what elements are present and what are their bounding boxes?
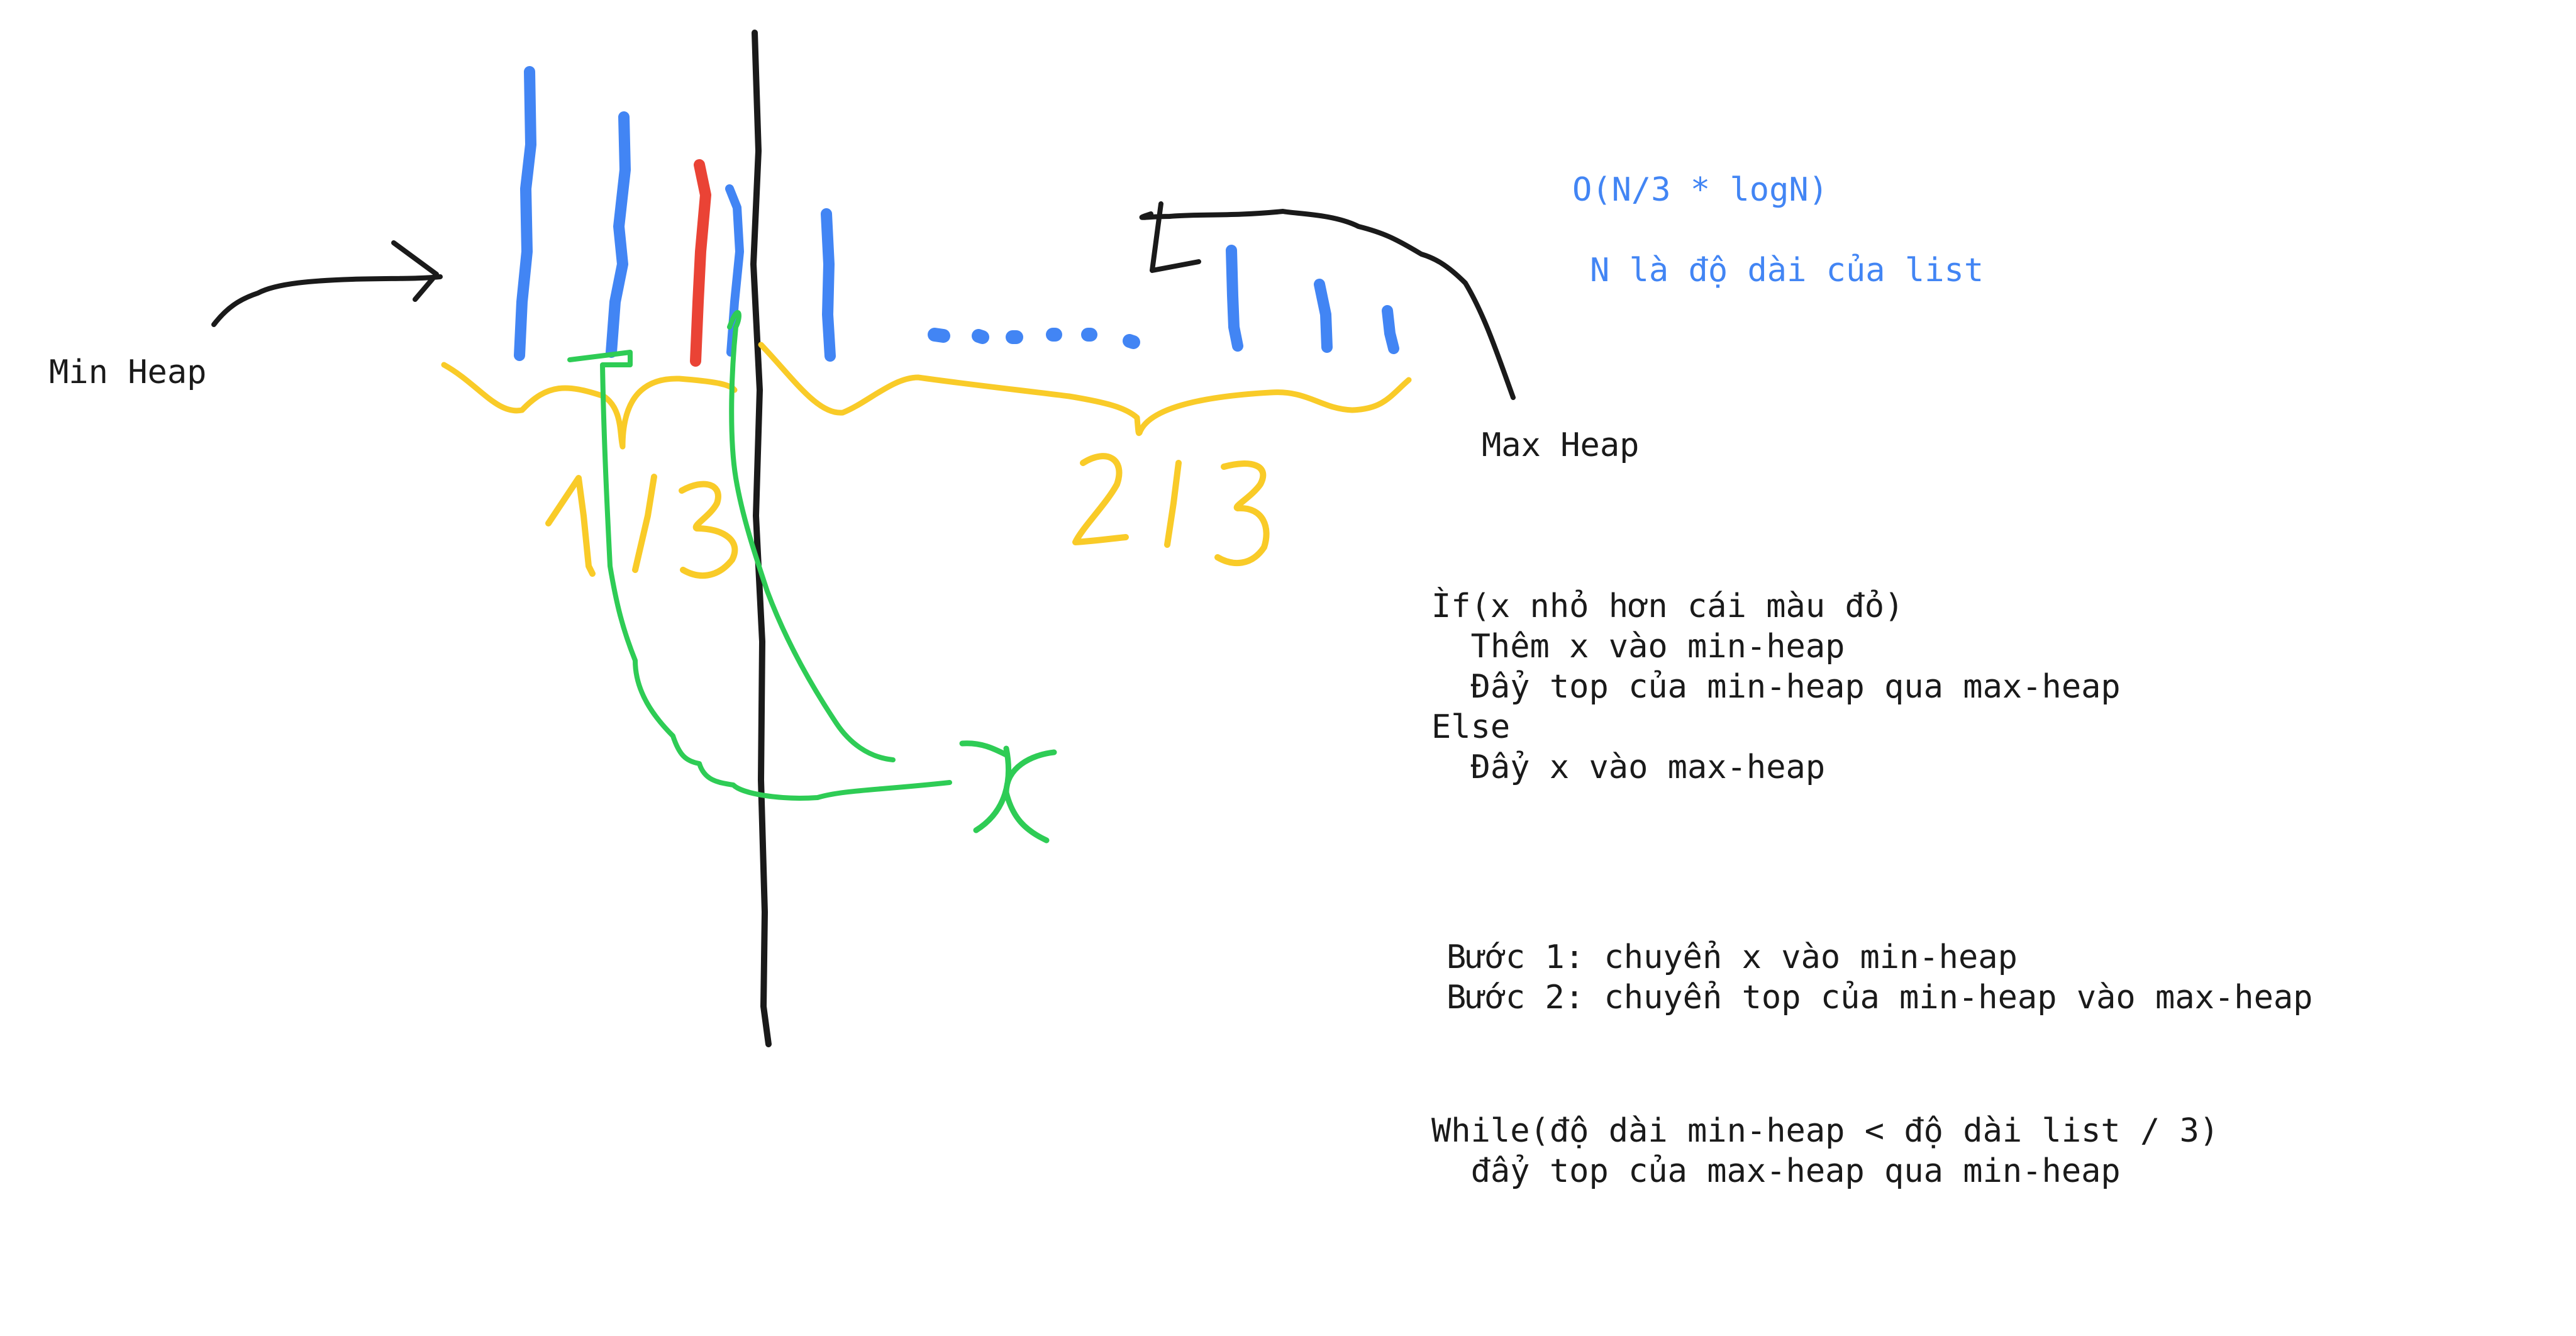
max-heap-element: [821, 208, 836, 362]
rebalance-line: đẩy top của max-heap qua min-heap: [1431, 1152, 2121, 1190]
step-line: Bước 1: chuyển x vào min-heap: [1446, 938, 2018, 976]
algorithm-block: Ìf(x nhỏ hơn cái màu đỏ) Thêm x vào min-…: [1431, 586, 2121, 788]
min-heap-arrow: [211, 240, 443, 327]
algorithm-line: Đẩy top của min-heap qua max-heap: [1431, 668, 2121, 706]
insert-into-max-heap-path: [727, 309, 896, 762]
min-heap-element: [514, 66, 536, 361]
ellipsis-dots: [928, 328, 1140, 349]
min-heap-brace: [441, 362, 738, 450]
min-heap-element: [606, 111, 631, 358]
algorithm-line: Thêm x vào min-heap: [1431, 628, 1845, 665]
divider-line: [750, 30, 772, 1047]
step-line: Bước 2: chuyển top của min-heap vào max-…: [1446, 979, 2313, 1016]
one-third-label: [545, 474, 738, 579]
complexity-note: N là độ dài của list: [1590, 252, 1984, 289]
max-heap-element: [1382, 305, 1399, 354]
max-heap-element: [1226, 245, 1243, 352]
rebalance-line: While(độ dài min-heap < độ dài list / 3): [1431, 1112, 2219, 1150]
min-heap-label: Min Heap: [49, 353, 207, 391]
rebalance-block: While(độ dài min-heap < độ dài list / 3)…: [1431, 1111, 2219, 1191]
max-heap-label: Max Heap: [1482, 426, 1640, 464]
x-mark: [959, 740, 1057, 843]
algorithm-line: Ìf(x nhỏ hơn cái màu đỏ): [1431, 587, 1904, 625]
steps-block: Bước 1: chuyển x vào min-heap Bước 2: ch…: [1446, 937, 2313, 1018]
two-thirds-label: [1072, 453, 1270, 567]
median-element: [690, 159, 711, 367]
max-heap-arrow: [1139, 201, 1516, 400]
max-heap-brace: [758, 342, 1412, 437]
algorithm-line: Else: [1431, 708, 1511, 746]
algorithm-line: Đẩy x vào max-heap: [1431, 749, 1826, 786]
max-heap-element: [1314, 279, 1333, 353]
insert-into-min-heap-path: [567, 350, 952, 801]
complexity-formula: O(N/3 * logN): [1572, 171, 1828, 209]
